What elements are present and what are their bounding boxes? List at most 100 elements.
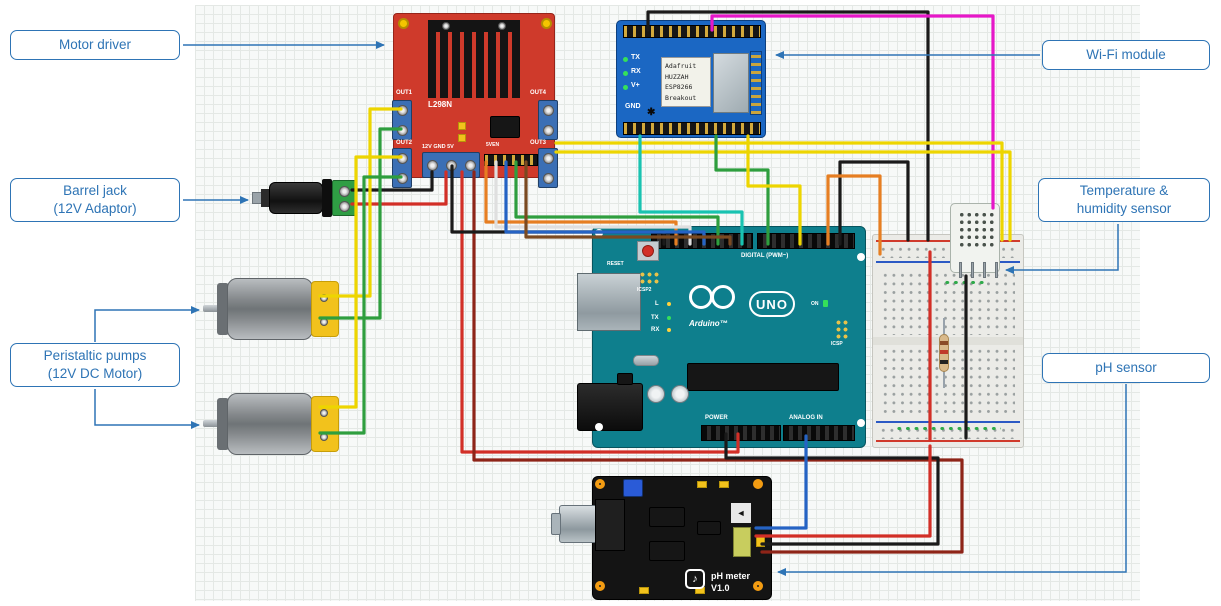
ph-meter-board: ◄ ♪ pH meter V1.0 (551, 476, 772, 600)
connector-arrow-icon: ◄ (731, 503, 751, 523)
out3-label: OUT3 (530, 140, 547, 146)
power-silkscreen: POWER (705, 415, 728, 421)
icsp-label: ICSP (831, 341, 843, 347)
capacitor (458, 134, 466, 142)
heatsink-screw (498, 22, 506, 30)
motor-front-cap (217, 398, 229, 450)
module-label: Adafruit HUZZAH ESP8266 Breakout (661, 57, 711, 107)
motor-front-cap (217, 283, 229, 335)
digital-header-right (757, 233, 855, 249)
out1-label: OUT1 (396, 90, 413, 96)
music-note-logo-icon: ♪ (685, 569, 705, 589)
bnc-connector (559, 505, 597, 543)
on-label: ON (811, 301, 819, 307)
capacitor (458, 122, 466, 130)
tx-label: TX (631, 54, 640, 61)
icsp2-label: ICSP2 (637, 287, 652, 293)
mounting-hole (541, 18, 552, 29)
power-screw-terminal (422, 152, 480, 178)
screw-terminal-out4 (538, 100, 558, 140)
rx-led (623, 71, 628, 76)
terminal-screw (543, 105, 554, 116)
tx-led (667, 316, 671, 320)
arduino-uno-board: DIGITAL (PWM~) RESET ICSP2 L TX RX Ardui… (577, 226, 866, 448)
motor-terminal (320, 433, 328, 441)
label-text: Peristaltic pumps (43, 348, 147, 364)
electrolytic-capacitor (671, 385, 689, 403)
sensor-pin (971, 262, 974, 278)
terminal-screw (446, 160, 457, 171)
vplus-led (623, 85, 628, 90)
smd-component (639, 587, 649, 594)
power-rail-red (876, 440, 1020, 442)
l-led (667, 302, 671, 306)
usb-port (577, 273, 641, 331)
atmega-chip (687, 363, 839, 391)
crystal-oscillator (633, 355, 659, 366)
chip-label: L298N (428, 100, 453, 109)
terminal-screw (465, 160, 476, 171)
screw-terminal-out1 (392, 100, 412, 140)
motor-body (227, 278, 313, 340)
opamp-ic (649, 541, 685, 561)
label-wifi-module: Wi-Fi module (1042, 40, 1210, 70)
tx-led (623, 57, 628, 62)
label-connector (94, 306, 200, 342)
sensor-pin (983, 262, 986, 278)
pump-motor-1 (203, 276, 343, 342)
motor-shaft (203, 305, 219, 312)
corner-hole (753, 479, 763, 489)
label-peristaltic-pumps: Peristaltic pumps(12V DC Motor) (10, 343, 180, 387)
heatsink (428, 20, 520, 98)
motor-body (227, 393, 313, 455)
out4-label: OUT4 (530, 90, 547, 96)
smd-component (756, 535, 765, 547)
label-motor-driver: Motor driver (10, 30, 180, 60)
signal-pin-header (484, 154, 538, 166)
motor-terminal (320, 294, 328, 302)
pullup-resistor (938, 318, 950, 388)
terminal-screw (339, 201, 350, 212)
resistor-body (939, 334, 949, 372)
terminal-screw (543, 153, 554, 164)
motor-terminal (320, 409, 328, 417)
esp8266-huzzah-board: TX RX V+ GND ✱ Adafruit HUZZAH ESP8266 B… (616, 20, 766, 138)
led-l-label: L (655, 301, 659, 307)
mounting-hole (857, 253, 865, 261)
bottom-pin-header (623, 122, 761, 135)
mounting-hole (857, 419, 865, 427)
label-ph-sensor: pH sensor (1042, 353, 1210, 383)
out2-label: OUT2 (396, 140, 413, 146)
label-connector (94, 389, 200, 429)
terminal-screw (397, 173, 408, 184)
driver-ic (490, 116, 520, 138)
led-rx-label: RX (651, 327, 660, 333)
module-label-line: ESP8266 (665, 83, 693, 92)
uno-model-badge: UNO (749, 291, 795, 317)
top-pin-header (623, 25, 761, 38)
terminal-screw (543, 173, 554, 184)
screw-terminal-out2 (392, 148, 412, 188)
label-text: humidity sensor (1076, 201, 1172, 216)
led-tx-label: TX (651, 315, 659, 321)
bnc-tip (551, 513, 561, 535)
terminal-screw (397, 125, 408, 136)
smd-ic (697, 521, 721, 535)
pump-motor-2 (203, 391, 343, 457)
analog-silkscreen: ANALOG IN (789, 415, 823, 421)
gnd-label: GND (625, 103, 641, 110)
screw-terminal-out3 (538, 148, 558, 188)
digital-header-left (651, 233, 753, 249)
ph-meter-version: V1.0 (711, 583, 730, 593)
adafruit-logo-icon: ✱ (647, 107, 656, 118)
jack-terminal-block (332, 180, 356, 216)
connected-holes (943, 279, 985, 286)
digital-silkscreen: DIGITAL (PWM~) (741, 253, 789, 259)
rx-label: RX (631, 68, 641, 75)
label-text: Wi-Fi module (1086, 47, 1166, 63)
terminal-screw (397, 105, 408, 116)
icsp2-header (639, 271, 659, 285)
terminal-screw (543, 125, 554, 136)
label-text: (12V Adaptor) (53, 201, 137, 216)
